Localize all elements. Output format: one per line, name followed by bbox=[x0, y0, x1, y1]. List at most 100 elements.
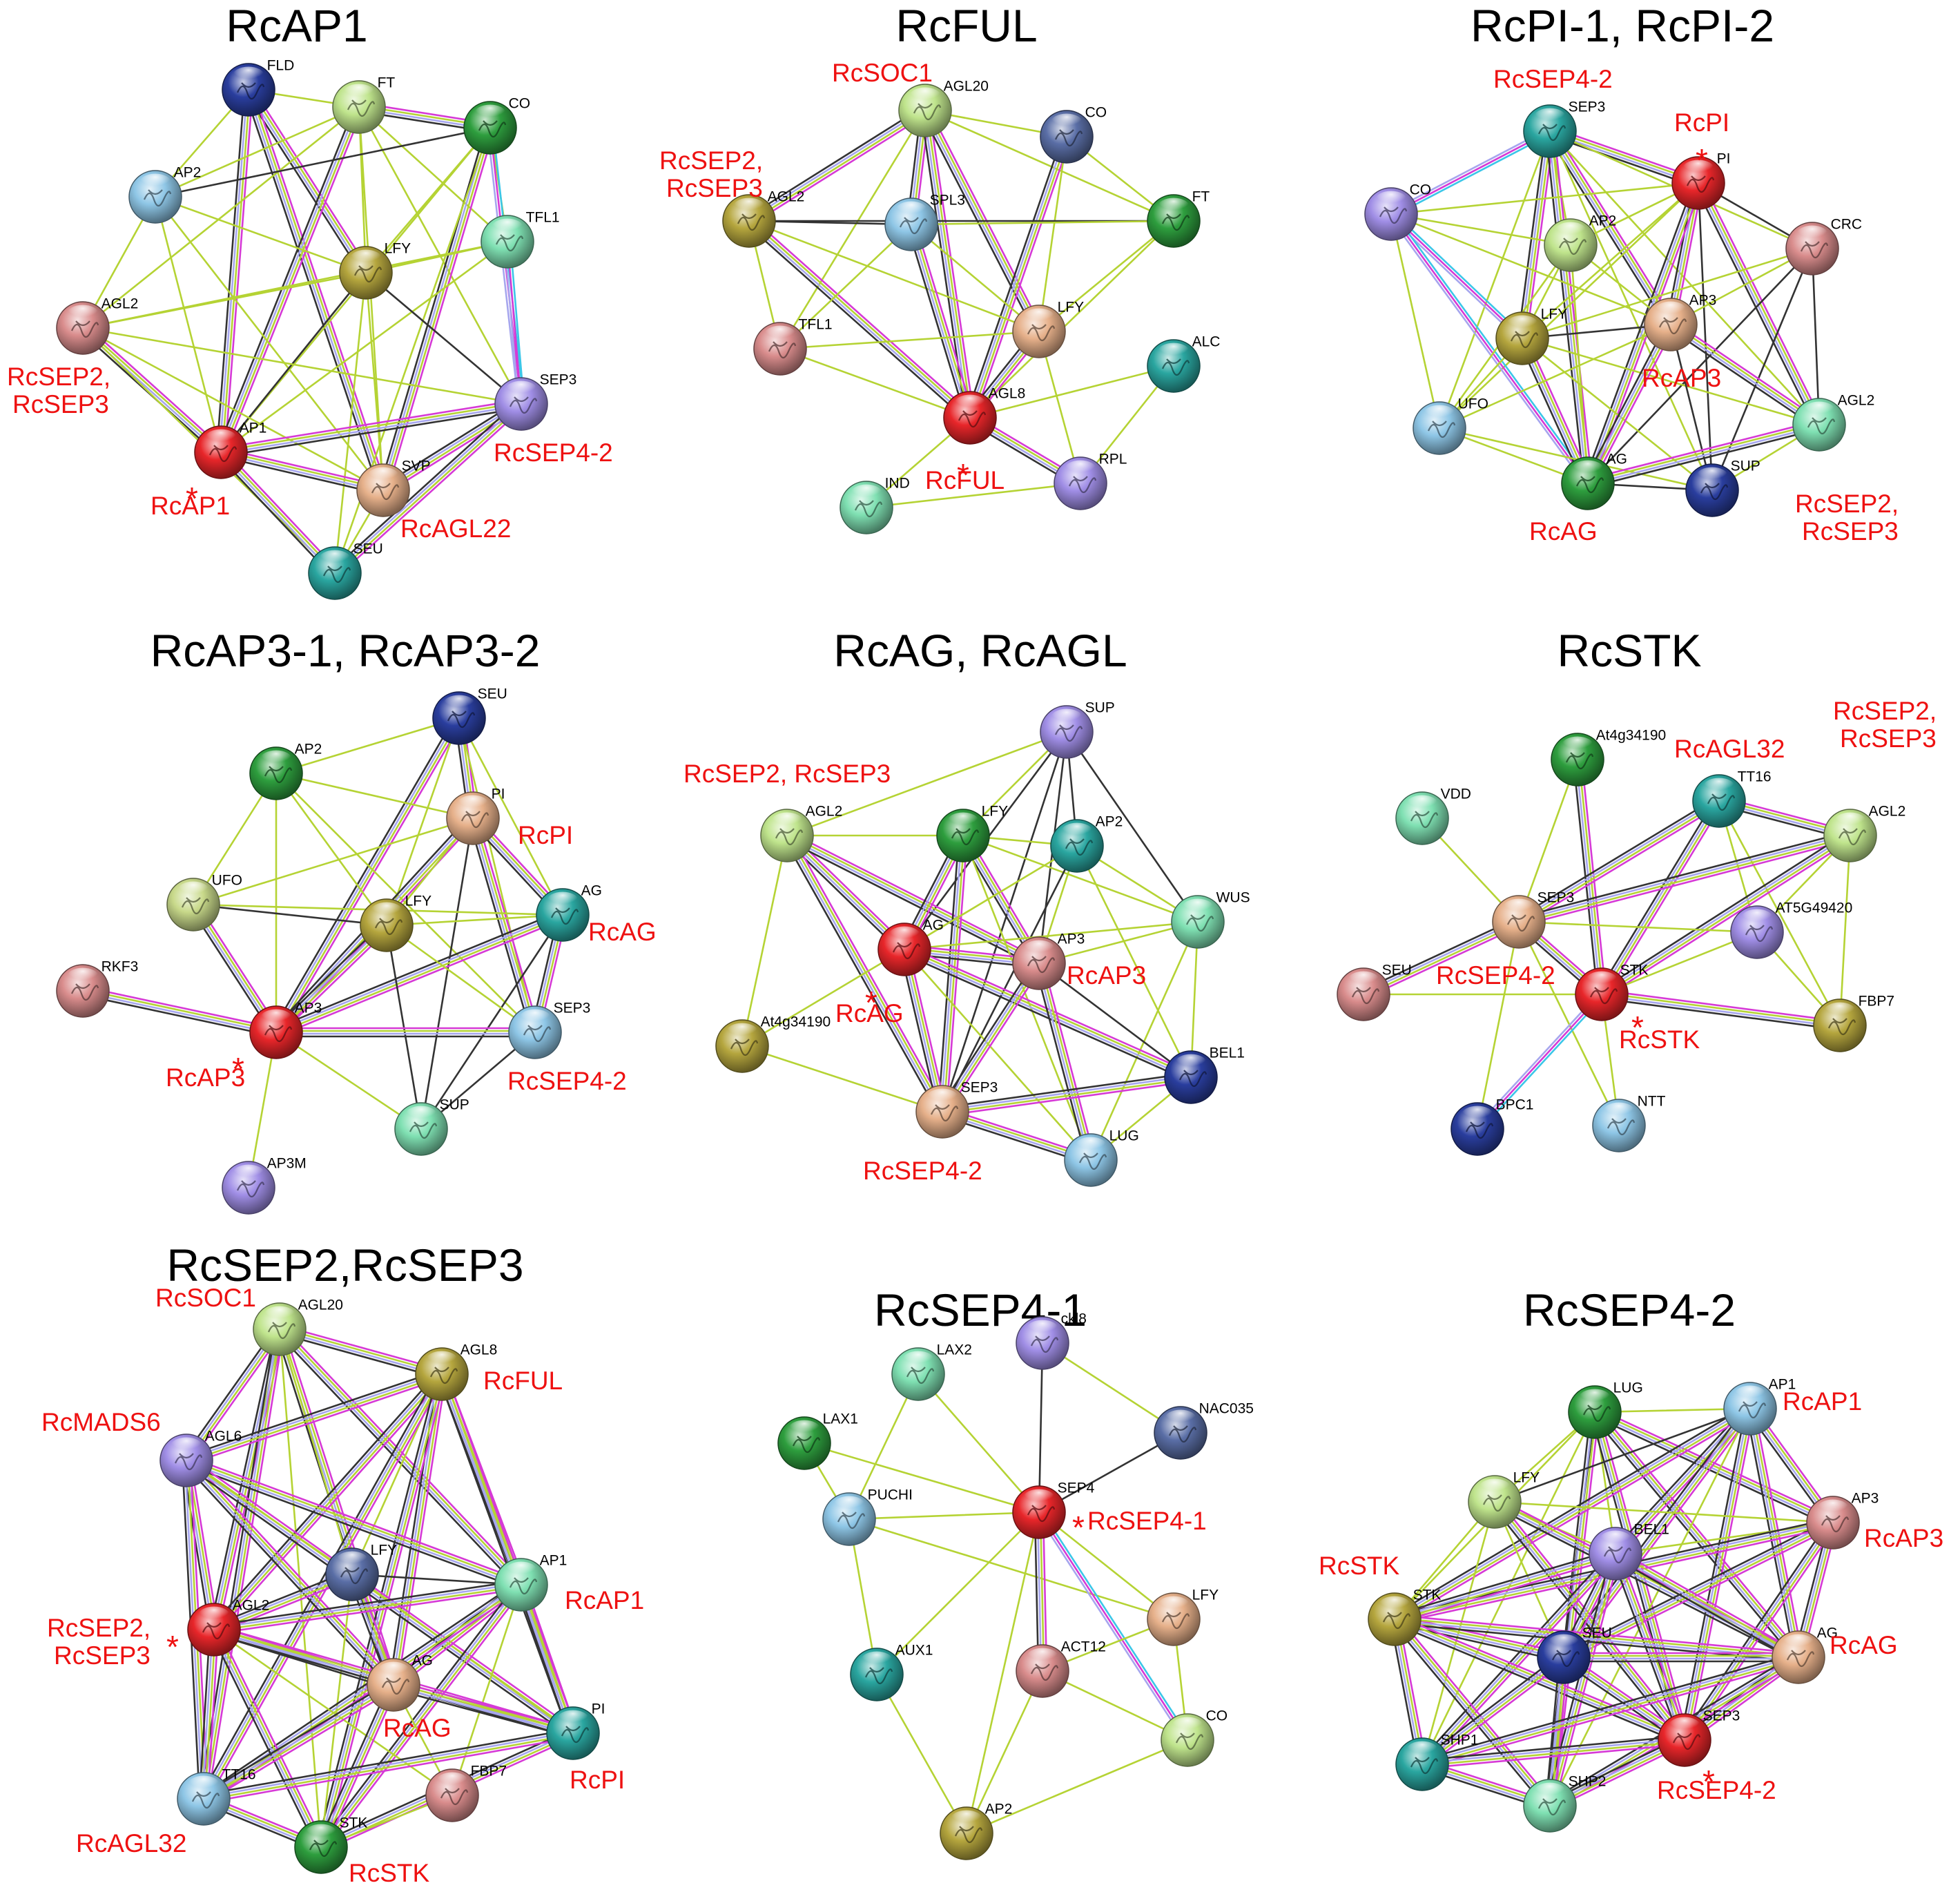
protein-node-agl2: AGL2 bbox=[56, 296, 138, 355]
edge-ap3-bel1 bbox=[1038, 962, 1192, 1079]
node-highlight bbox=[1796, 225, 1828, 243]
edge-agl8-agl2 bbox=[214, 1374, 444, 1632]
node-highlight bbox=[492, 218, 523, 236]
edge-agl20-ap1 bbox=[282, 1325, 525, 1583]
edge-agl2-stk bbox=[1601, 836, 1852, 996]
edge-stk-sep3 bbox=[1394, 1617, 1687, 1740]
edge-ap3-sep3 bbox=[944, 964, 1044, 1115]
edge-co-agl8 bbox=[967, 135, 1067, 418]
edge-agl20-agl8 bbox=[280, 1324, 444, 1371]
rose-gene-annotation: RcSEP3 bbox=[666, 174, 763, 202]
structure-glyph bbox=[181, 897, 210, 915]
edge-sep4-aux1 bbox=[875, 1511, 1040, 1676]
edge-seu-ap2 bbox=[275, 717, 460, 775]
edge-ap2-ag bbox=[903, 845, 1078, 951]
edge-ag-ap3 bbox=[276, 918, 565, 1037]
edge-sep4-co bbox=[1036, 1512, 1186, 1743]
protein-label: AUX1 bbox=[895, 1643, 933, 1659]
edge-fld-svp bbox=[246, 89, 383, 492]
edge-pi-tt16 bbox=[203, 1733, 574, 1802]
structure-glyph bbox=[1161, 358, 1190, 376]
protein-node-ap2: AP2 bbox=[1544, 213, 1616, 272]
protein-label: SEP3 bbox=[1537, 890, 1575, 906]
edge-ap2-svp bbox=[154, 195, 385, 492]
edge-tfl1-sep3 bbox=[509, 240, 525, 405]
edge-puchi-sep4 bbox=[848, 1511, 1040, 1521]
edge-ap2-lfy bbox=[275, 772, 388, 927]
edge-ag-shp1 bbox=[1422, 1660, 1801, 1770]
edge-group bbox=[1361, 758, 1854, 1132]
node-highlight bbox=[264, 1306, 295, 1324]
rose-gene-annotation: RcAGL32 bbox=[76, 1829, 186, 1857]
protein-label: FLD bbox=[267, 58, 295, 74]
protein-label: BEL1 bbox=[1634, 1522, 1669, 1538]
structure-glyph bbox=[1078, 1152, 1107, 1170]
protein-node-tfl1: TFL1 bbox=[481, 210, 560, 269]
edge-bel1-stk bbox=[1393, 1551, 1616, 1619]
protein-node-ufo: UFO bbox=[1413, 396, 1488, 455]
protein-node-lfy: LFY bbox=[325, 1543, 398, 1601]
protein-node-ag: AG bbox=[1561, 452, 1627, 510]
node-highlight bbox=[1023, 1489, 1055, 1507]
protein-label: LFY bbox=[371, 1543, 398, 1559]
edge-ap1-ag bbox=[1747, 1408, 1798, 1659]
edge-bel1-shp2 bbox=[1550, 1553, 1618, 1807]
node-highlight bbox=[1027, 1648, 1058, 1666]
node-highlight bbox=[474, 104, 506, 122]
node-highlight bbox=[926, 1088, 958, 1106]
edge-co-svp bbox=[383, 127, 493, 492]
query-star-marker: * bbox=[1072, 1509, 1085, 1545]
edge-sep3-seu bbox=[336, 406, 525, 577]
edge-lfy-ag bbox=[1491, 1505, 1798, 1662]
protein-label: AG bbox=[412, 1653, 433, 1669]
node-highlight bbox=[405, 1106, 437, 1123]
edge-agl20-agl8 bbox=[278, 1332, 442, 1380]
protein-node-sep4: SEP4 bbox=[1012, 1480, 1095, 1539]
edge-seu-sep3 bbox=[458, 717, 536, 1034]
structure-glyph bbox=[264, 1025, 293, 1043]
edge-nac035-sep4 bbox=[1038, 1431, 1182, 1514]
protein-label: UFO bbox=[212, 873, 242, 889]
query-star-marker: * bbox=[865, 985, 877, 1021]
network-panel-rcstk: RcSTKAt4g34190VDDTT16AGL2SEP3AT5G49420SE… bbox=[1337, 625, 1937, 1156]
edge-ag-agl2 bbox=[1587, 422, 1820, 483]
protein-label: AGL2 bbox=[1869, 804, 1906, 820]
edge-sep4-act12 bbox=[1042, 1511, 1048, 1672]
structure-glyph bbox=[1537, 124, 1566, 142]
edge-agl20-agl2 bbox=[746, 106, 924, 219]
structure-glyph bbox=[930, 1104, 959, 1122]
edge-ap1-seu bbox=[219, 452, 335, 575]
edge-ap3-agl2 bbox=[1672, 320, 1823, 423]
rose-gene-annotation: RcSEP3 bbox=[1840, 724, 1937, 753]
edge-stk-bpc1 bbox=[1474, 991, 1601, 1128]
protein-label: At4g34190 bbox=[761, 1014, 831, 1030]
edge-stk-seu bbox=[1395, 1614, 1566, 1654]
structure-glyph bbox=[1379, 206, 1408, 224]
edge-seu-ap3 bbox=[276, 717, 462, 1034]
edge-ag-sep3 bbox=[899, 949, 940, 1114]
rose-gene-annotation: RcAG bbox=[1830, 1631, 1898, 1659]
edge-agl2-fbp7 bbox=[213, 1628, 454, 1797]
protein-label: AGL20 bbox=[298, 1297, 343, 1313]
edge-ag-tt16 bbox=[200, 1680, 393, 1797]
edge-agl6-pi bbox=[184, 1460, 574, 1735]
structure-glyph bbox=[737, 213, 766, 231]
protein-node-lug: LUG bbox=[1064, 1128, 1139, 1187]
node-highlight bbox=[1562, 736, 1593, 754]
edge-ap1-ag bbox=[1745, 1408, 1796, 1659]
structure-glyph bbox=[322, 566, 351, 583]
edge-agl2-ag bbox=[787, 833, 906, 949]
structure-glyph bbox=[1178, 1070, 1207, 1088]
node-highlight bbox=[1406, 795, 1438, 813]
edge-agl8-agl2 bbox=[216, 1376, 446, 1634]
edge-sep3-seu bbox=[1364, 925, 1522, 999]
edge-ap2-sep3 bbox=[941, 845, 1078, 1113]
protein-label: SUP bbox=[1085, 700, 1115, 716]
edge-agl2-agl8 bbox=[747, 221, 970, 420]
edge-ag-agl2 bbox=[1587, 425, 1821, 486]
rose-gene-annotation: RcSEP3 bbox=[1802, 517, 1899, 546]
edge-bel1-sep3 bbox=[940, 1072, 1192, 1109]
structure-glyph bbox=[1738, 1401, 1767, 1419]
edge-ap1-stk bbox=[1395, 1411, 1754, 1624]
edge-bel1-sep3 bbox=[1615, 1552, 1687, 1741]
